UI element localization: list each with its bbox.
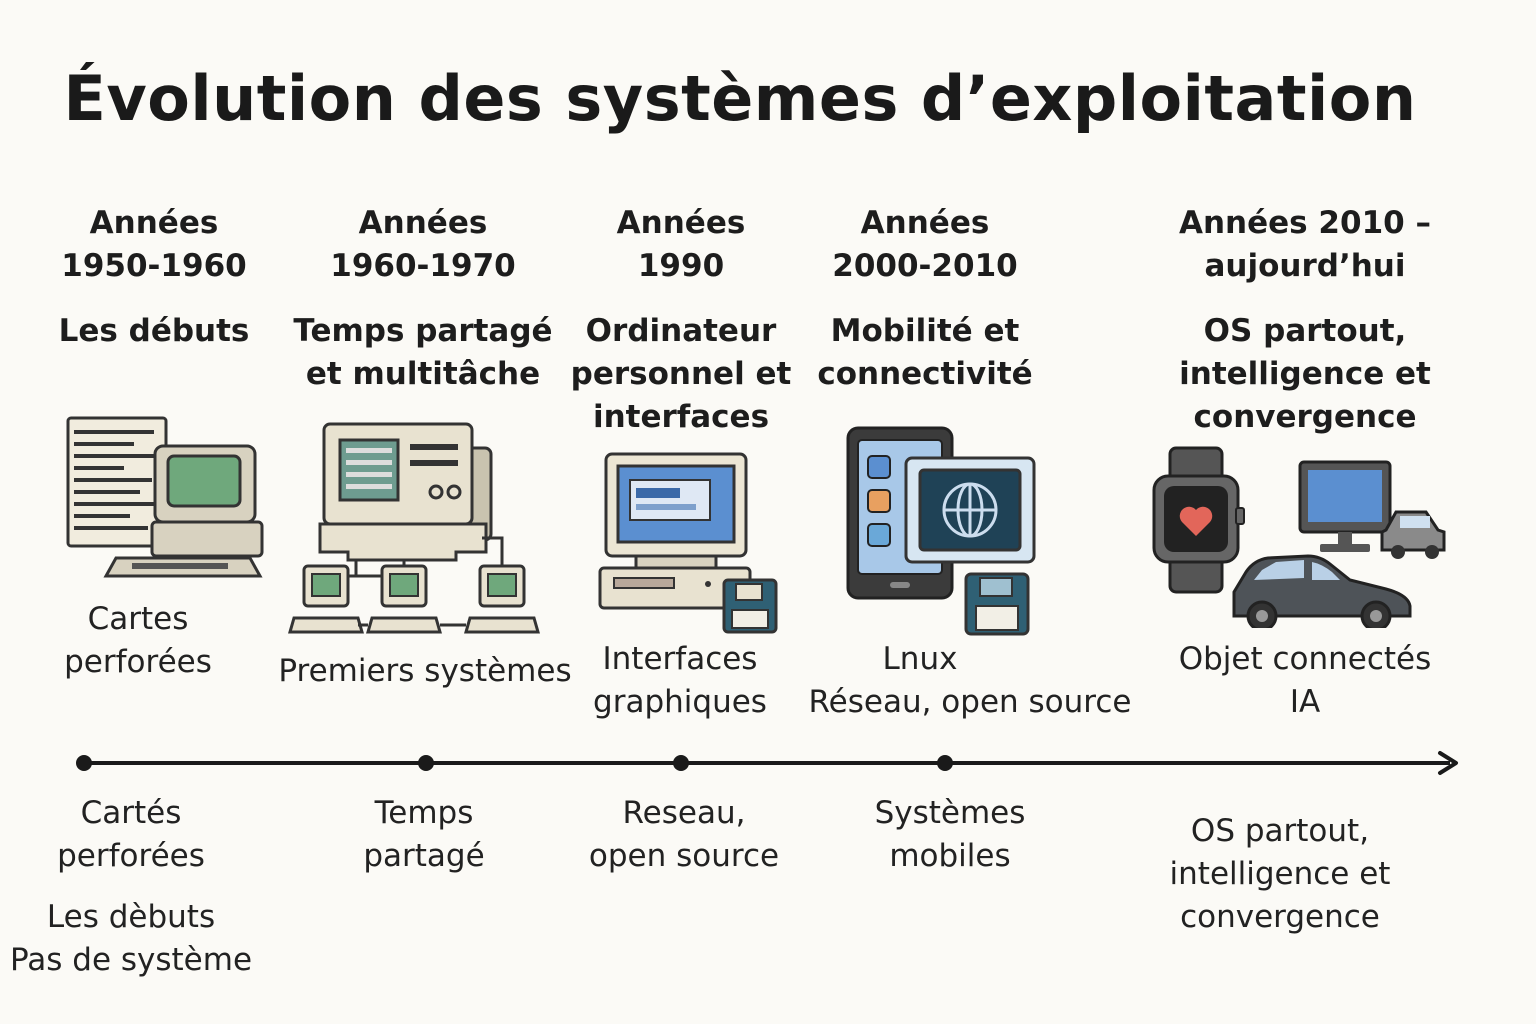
era-theme: Ordinateur personnel et interfaces [570, 313, 792, 435]
era-years: Années 1950-1960 [61, 205, 247, 284]
small-car-icon [1380, 510, 1446, 559]
era-theme: Mobilité et connectivité [817, 313, 1033, 392]
era-theme: Temps partagé et multitâche [293, 313, 553, 392]
personal-computer-icon [598, 452, 778, 634]
mobile-devices-icon [846, 426, 1036, 636]
era-years: Années 2000-2010 [832, 205, 1018, 284]
caption-era-5: Objet connectés IA [1178, 641, 1432, 720]
caption-era-2: Premiers systèmes [278, 653, 572, 689]
caption-era-3: Interfaces graphiques [593, 641, 767, 720]
era-years: Années 2010 – aujourd’hui [1179, 205, 1431, 284]
caption-era-1: Cartes perforées [64, 601, 212, 680]
era-years: Années 1990 [616, 205, 746, 284]
timeline-arrowhead-icon [1438, 751, 1458, 775]
era-theme: OS partout, intelligence et convergence [1179, 313, 1431, 435]
connected-objects-icon [1152, 446, 1446, 628]
era-1950-1960: Années 1950-1960 Les débuts [44, 202, 264, 353]
terminal-middle [366, 564, 442, 634]
floppy-disk-icon [722, 578, 778, 634]
era-2010-today: Années 2010 – aujourd’hui OS partout, in… [1165, 202, 1445, 439]
timeline-dot [418, 755, 434, 771]
era-1960-1970: Années 1960-1970 Temps partagé et multit… [288, 202, 558, 396]
mainframe-terminals-icon [288, 422, 540, 634]
timeline-label-1: Cartés perforées Les dèbuts Pas de systè… [9, 795, 253, 978]
era-years: Années 1960-1970 [330, 205, 516, 284]
page-title: Évolution des systèmes d’exploitation [63, 62, 1417, 135]
punch-card-computer-icon [66, 416, 264, 578]
smartwatch-icon [1152, 446, 1245, 594]
era-2000-2010: Années 2000-2010 Mobilité et connectivit… [800, 202, 1050, 396]
monitor-icon [1298, 460, 1392, 552]
caption-era-4: Lnux Réseau, open source [808, 641, 1132, 720]
terminal-left [288, 564, 364, 634]
terminal-right [464, 564, 540, 634]
timeline-dot [673, 755, 689, 771]
timeline-dot [937, 755, 953, 771]
timeline-label-5: OS partout, intelligence et convergence [1169, 813, 1391, 935]
timeline-dot [76, 755, 92, 771]
era-theme: Les débuts [58, 313, 250, 349]
era-1990: Années 1990 Ordinateur personnel et inte… [566, 202, 796, 439]
car-icon [1232, 554, 1412, 628]
timeline-label-4: Systèmes mobiles [874, 795, 1026, 874]
floppy-disk-icon [964, 572, 1030, 636]
timeline-label-3: Reseau, open source [588, 795, 780, 874]
timeline-label-2: Temps partagé [363, 795, 485, 874]
timeline [76, 751, 1458, 775]
